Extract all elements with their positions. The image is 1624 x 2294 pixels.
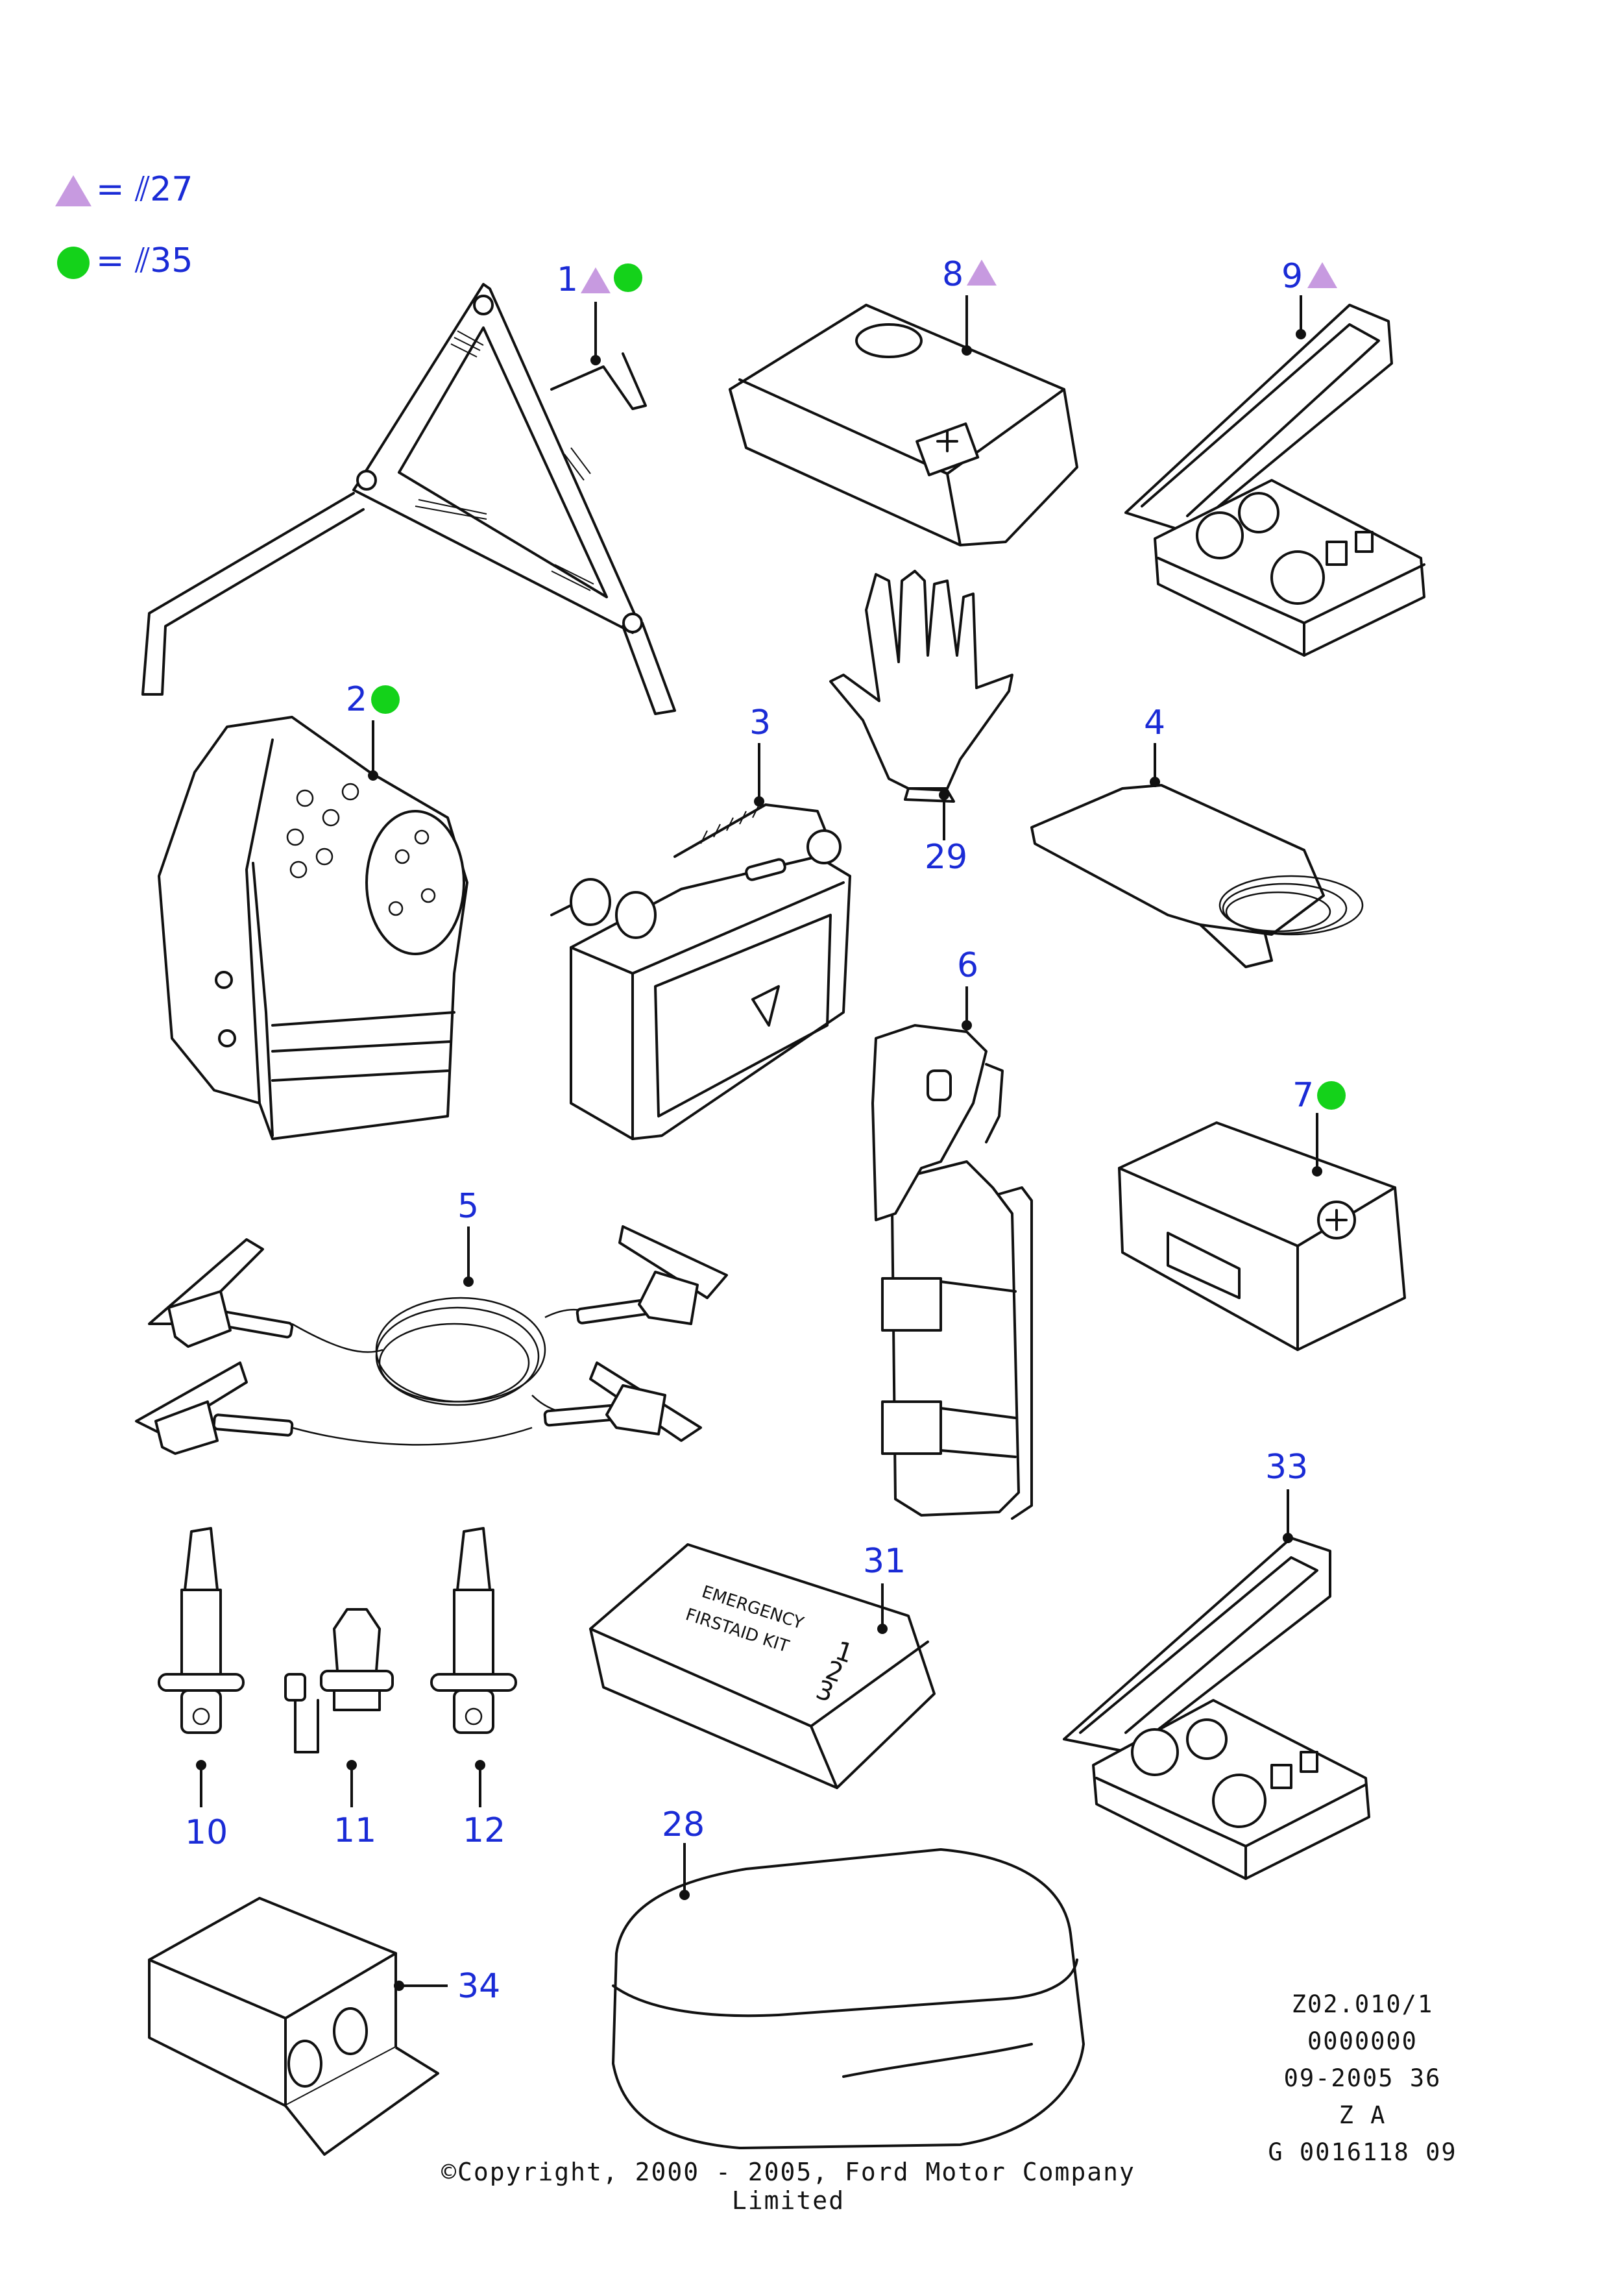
bulb-11-illustration [284, 1608, 394, 1753]
marker-7-circle-icon [1317, 1081, 1346, 1110]
reference-line-3: 09-2005 36 [1283, 2064, 1442, 2092]
marker-1-circle-icon [614, 263, 642, 292]
legend-triangle-icon [55, 175, 91, 206]
bulb-kit-illustration [1124, 304, 1425, 657]
marker-2-circle-icon [371, 685, 400, 714]
reference-line-2: 0000000 [1307, 2027, 1418, 2055]
first-aid-box-illustration [1118, 1121, 1406, 1351]
leader-lines [196, 295, 1322, 1991]
callout-4: 4 [1144, 703, 1166, 742]
reference-line-5: G 0016118 09 [1268, 2138, 1457, 2166]
callout-29: 29 [925, 838, 968, 877]
fuel-can-illustration [550, 803, 851, 1140]
callout-markers [371, 260, 1346, 1110]
callout-1: 1 [557, 260, 579, 299]
legend-triangle-label: = ⫽27 [96, 170, 193, 209]
bulb-10-illustration [158, 1527, 245, 1734]
fuse-box-illustration [148, 1897, 439, 2156]
callout-6: 6 [957, 946, 979, 985]
callout-33: 33 [1265, 1448, 1309, 1487]
callout-8: 8 [942, 255, 964, 294]
tow-rope-bag-illustration [1030, 784, 1364, 968]
safety-vest-illustration [158, 716, 468, 1140]
reference-line-4: Z A [1339, 2101, 1387, 2129]
callout-12: 12 [463, 1811, 506, 1850]
fire-extinguisher-illustration [871, 1024, 1033, 1520]
bulb-12-illustration [430, 1527, 517, 1734]
callout-11: 11 [333, 1811, 377, 1850]
callout-10: 10 [185, 1813, 228, 1852]
jumper-cables-illustration [135, 1225, 728, 1455]
reference-block: Z02.010/1 0000000 09-2005 36 Z A G 00161… [1246, 1986, 1479, 2171]
first-aid-case-illustration [729, 304, 1078, 546]
emergency-first-aid-kit-illustration: EMERGENCY FIRSTAID KIT 1 2 3 [589, 1543, 936, 1789]
gloves-illustration [829, 570, 1013, 803]
blanket-illustration [612, 1848, 1085, 2149]
legend-circle-icon [57, 247, 90, 279]
marker-8-triangle-icon [967, 260, 997, 286]
legend-circle-label: = ⫽35 [96, 241, 193, 280]
callout-2: 2 [346, 680, 368, 719]
warning-triangle-illustration [141, 283, 676, 715]
marker-1-triangle-icon [581, 267, 611, 293]
callout-9: 9 [1281, 257, 1303, 296]
copyright-notice: ©Copyright, 2000 - 2005, Ford Motor Comp… [441, 2158, 1135, 2215]
callout-28: 28 [662, 1805, 705, 1844]
callout-34: 34 [457, 1967, 501, 2006]
marker-9-triangle-icon [1307, 262, 1337, 288]
bulb-kit-lower-illustration [1063, 1537, 1370, 1880]
callout-7: 7 [1292, 1076, 1315, 1115]
callout-5: 5 [457, 1187, 479, 1226]
callout-3: 3 [749, 703, 771, 742]
reference-line-1: Z02.010/1 [1291, 1990, 1434, 2018]
callout-31: 31 [863, 1542, 906, 1581]
